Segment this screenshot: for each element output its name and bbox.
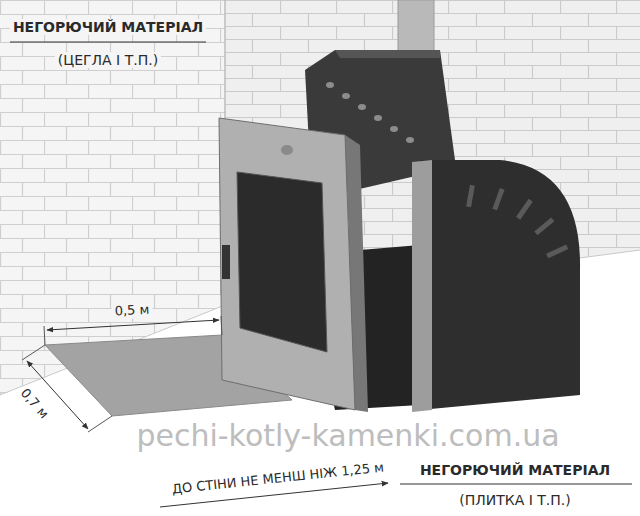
extension-line bbox=[22, 345, 45, 360]
material-label: НЕГОРЮЧИЙ МАТЕРІАЛ bbox=[420, 462, 610, 478]
dimension-label: 0,5 м bbox=[111, 302, 152, 319]
dimension-label: 0,7 м bbox=[17, 386, 51, 422]
dimension-label: ДО СТІНИ НЕ МЕНШ НІЖ 1,25 м bbox=[171, 460, 384, 497]
extension-line bbox=[221, 316, 222, 335]
material-label: НЕГОРЮЧИЙ МАТЕРІАЛ bbox=[10, 19, 206, 35]
label-underline bbox=[400, 484, 632, 485]
extension-line bbox=[44, 326, 45, 345]
label-underline bbox=[10, 42, 206, 43]
door-handle bbox=[222, 245, 230, 279]
stove-side bbox=[420, 160, 580, 410]
watermark: pechi-kotly-kamenki.com.ua bbox=[136, 419, 559, 454]
material-note: (ЦЕГЛА І Т.П.) bbox=[55, 52, 161, 68]
door-logo bbox=[281, 145, 293, 155]
dimension-line bbox=[47, 320, 219, 330]
brick-wall-left bbox=[0, 0, 225, 395]
material-note: (ПЛИТКА І Т.П.) bbox=[459, 492, 571, 508]
side-slots bbox=[466, 185, 568, 259]
stove-rim bbox=[335, 50, 440, 58]
stove-edge bbox=[412, 160, 432, 412]
door-frame bbox=[219, 118, 355, 410]
extension-line bbox=[88, 416, 112, 432]
door-glass bbox=[237, 172, 327, 352]
